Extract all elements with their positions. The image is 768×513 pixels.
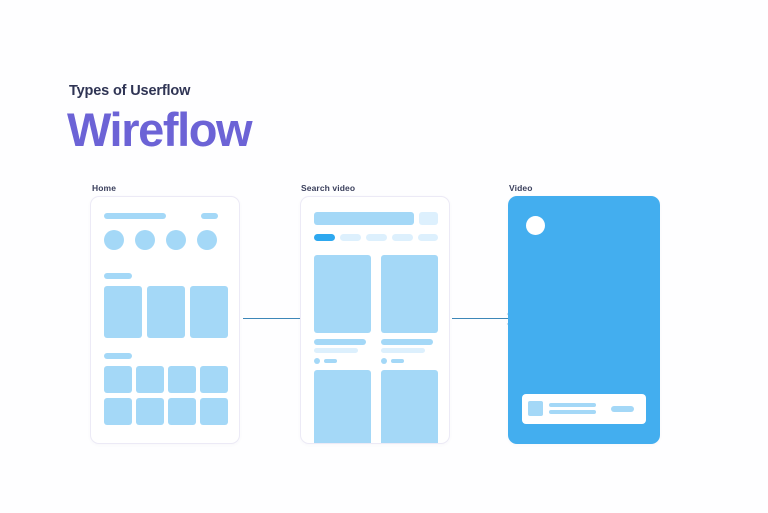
- home-thumbnail[interactable]: [104, 366, 132, 393]
- screen-label-home: Home: [92, 183, 117, 193]
- screen-label-video: Video: [509, 183, 533, 193]
- result-meta-dot: [314, 358, 320, 364]
- home-thumbnail[interactable]: [200, 398, 228, 425]
- filter-chip[interactable]: [366, 234, 387, 241]
- home-avatar[interactable]: [166, 230, 186, 250]
- result-thumbnail[interactable]: [314, 370, 371, 443]
- result-thumbnail[interactable]: [381, 255, 438, 333]
- filter-chip-active[interactable]: [314, 234, 335, 241]
- home-thumbnail[interactable]: [168, 366, 196, 393]
- home-thumbnail[interactable]: [168, 398, 196, 425]
- close-icon[interactable]: [526, 216, 545, 235]
- video-title-line: [549, 403, 596, 407]
- home-section-title: [104, 273, 132, 279]
- home-thumbnail[interactable]: [136, 398, 164, 425]
- connector-line: [243, 318, 301, 320]
- page-title: Wireflow: [67, 103, 253, 156]
- result-title-line: [381, 339, 433, 345]
- video-subtitle-line: [549, 410, 596, 414]
- connector-home-to-search: [243, 312, 307, 325]
- filter-chip[interactable]: [392, 234, 413, 241]
- video-thumbnail: [528, 401, 543, 416]
- home-featured-card[interactable]: [190, 286, 228, 338]
- home-header-action: [201, 213, 218, 219]
- screen-home[interactable]: [90, 196, 240, 444]
- home-featured-card[interactable]: [104, 286, 142, 338]
- filter-chip[interactable]: [418, 234, 438, 241]
- result-meta-dot: [381, 358, 387, 364]
- filter-chip[interactable]: [340, 234, 361, 241]
- home-section-title: [104, 353, 132, 359]
- page-eyebrow: Types of Userflow: [69, 83, 191, 99]
- result-title-line: [314, 339, 366, 345]
- result-meta-line: [391, 359, 404, 363]
- video-action-button[interactable]: [611, 406, 634, 412]
- video-info-bar: [522, 394, 646, 424]
- home-thumbnail[interactable]: [200, 366, 228, 393]
- connector-line: [452, 318, 508, 320]
- connector-search-to-video: [452, 312, 514, 325]
- result-thumbnail[interactable]: [314, 255, 371, 333]
- result-subtitle-line: [381, 348, 425, 353]
- home-avatar[interactable]: [135, 230, 155, 250]
- home-thumbnail[interactable]: [104, 398, 132, 425]
- search-input[interactable]: [314, 212, 414, 225]
- home-avatar[interactable]: [197, 230, 217, 250]
- screen-search-video[interactable]: [300, 196, 450, 444]
- result-meta-line: [324, 359, 337, 363]
- screen-label-search-video: Search video: [301, 183, 356, 193]
- result-thumbnail[interactable]: [381, 370, 438, 443]
- home-avatar[interactable]: [104, 230, 124, 250]
- home-thumbnail[interactable]: [136, 366, 164, 393]
- screen-video[interactable]: [508, 196, 660, 444]
- search-filter-button[interactable]: [419, 212, 438, 225]
- result-subtitle-line: [314, 348, 358, 353]
- home-header-bar: [104, 213, 166, 219]
- home-featured-card[interactable]: [147, 286, 185, 338]
